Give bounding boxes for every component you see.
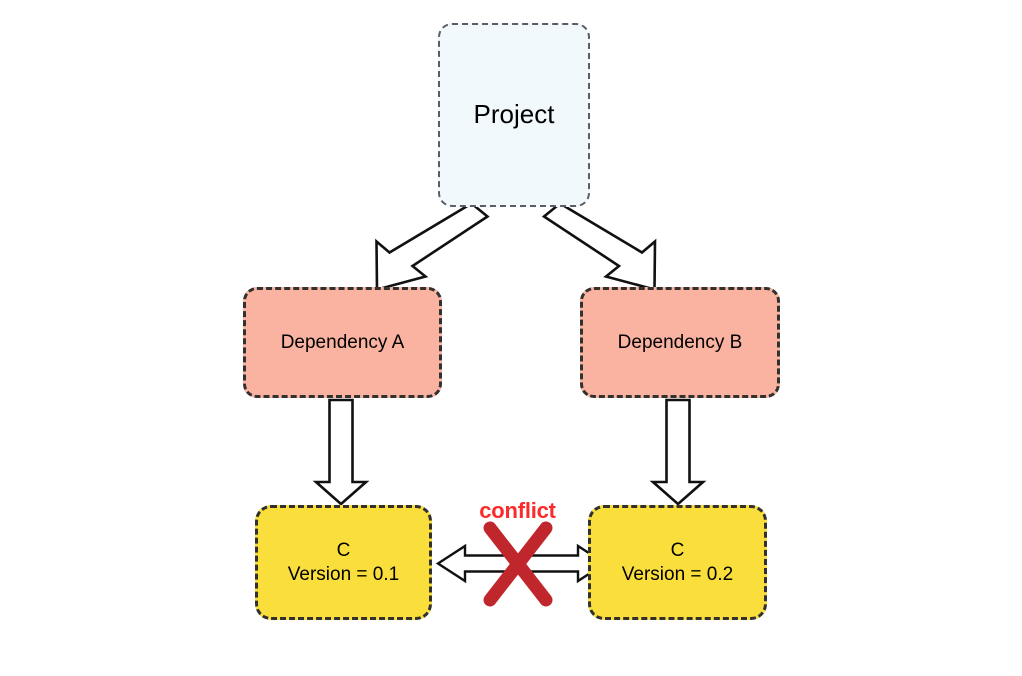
node-version-c-01[interactable]: C Version = 0.1 <box>255 505 432 620</box>
arrow-dependency-b-to-version-c-02 <box>649 398 707 506</box>
node-project-label: Project <box>473 99 555 130</box>
node-version-c-02-version: Version = 0.2 <box>621 563 734 585</box>
node-dependency-a-label: Dependency A <box>280 331 405 353</box>
arrow-project-to-dependency-b <box>541 201 657 292</box>
node-version-c-02-name: C <box>670 540 685 562</box>
node-dependency-a[interactable]: Dependency A <box>243 287 442 398</box>
conflict-cross-icon <box>483 521 553 607</box>
arrow-dependency-a-to-version-c-01 <box>312 398 370 506</box>
arrow-version-conflict-double-headed <box>435 543 608 584</box>
arrow-project-to-dependency-a <box>375 201 490 292</box>
node-project[interactable]: Project <box>438 23 590 207</box>
node-version-c-01-name: C <box>336 540 351 562</box>
node-version-c-01-version: Version = 0.1 <box>287 563 400 585</box>
conflict-label: conflict <box>479 498 556 523</box>
node-version-c-02[interactable]: C Version = 0.2 <box>588 505 767 620</box>
node-dependency-b[interactable]: Dependency B <box>580 287 780 398</box>
node-dependency-b-label: Dependency B <box>617 331 743 353</box>
